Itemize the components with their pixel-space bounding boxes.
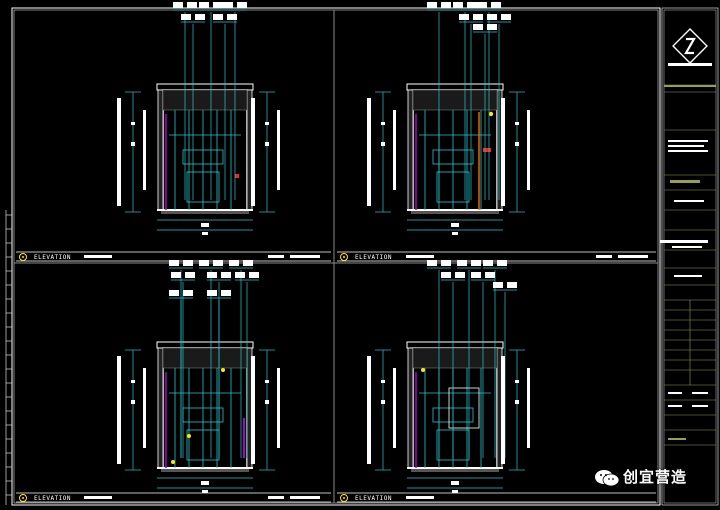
- title-block: [661, 7, 719, 506]
- panel-number-bottom-left: [19, 494, 27, 502]
- panel-number-bottom-right: [340, 494, 348, 502]
- left-margin-ticks: [5, 210, 12, 505]
- elevation-top-left: [117, 2, 280, 235]
- panel-title-bars: [16, 251, 656, 503]
- logo-caption: [668, 63, 712, 66]
- panel-label-top-right: ELEVATION: [355, 254, 393, 261]
- title-block-text-blocks: [660, 140, 708, 440]
- wechat-icon: [595, 470, 620, 487]
- elevations: [117, 2, 530, 493]
- elevation-top-right: [367, 2, 530, 235]
- panel-number-top-left: [19, 253, 27, 261]
- elevation-bottom-left: [117, 260, 280, 493]
- title-bar-blocks: [84, 255, 648, 499]
- panel-label-bottom-right: ELEVATION: [355, 495, 393, 502]
- panel-number-top-right: [340, 253, 348, 261]
- sheet-frame: [11, 7, 661, 506]
- panel-label-top-left: ELEVATION: [34, 254, 72, 261]
- sheet-frame-inner: [13, 9, 659, 504]
- watermark-text: 创宜营造: [623, 468, 688, 486]
- logo-icon: [672, 28, 708, 64]
- panel-grid: [14, 10, 658, 503]
- elevation-bottom-right: [367, 260, 530, 493]
- panel-label-bottom-left: ELEVATION: [34, 495, 72, 502]
